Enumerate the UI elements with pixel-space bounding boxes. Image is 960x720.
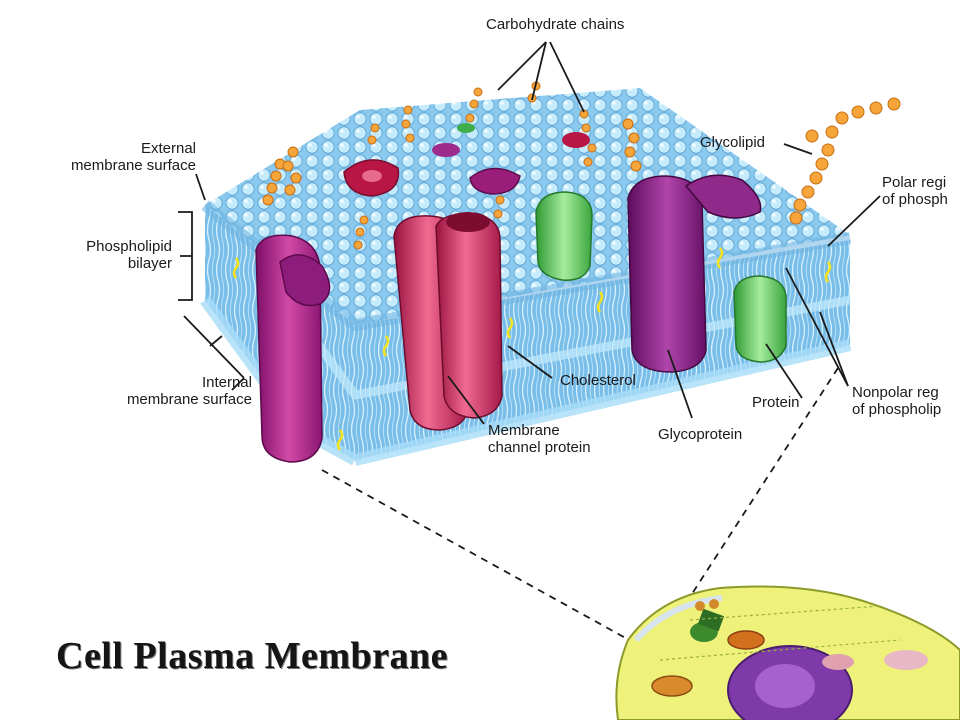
label-phospholipid-bilayer: Phospholipid bilayer (86, 238, 172, 272)
label-glycolipid: Glycolipid (700, 134, 766, 151)
leader-lines (178, 41, 881, 425)
surface-protein-patches (343, 123, 590, 197)
glycoprotein-left (255, 234, 331, 463)
cholesterol-molecules (232, 247, 832, 451)
membrane-channel-protein-shape (393, 212, 503, 431)
label-glycoprotein: Glycoprotein (658, 426, 743, 443)
label-internal-membrane-surface: Internal membrane surface (126, 374, 252, 408)
page-title: Cell Plasma Membrane (56, 635, 449, 677)
glycoprotein-right (627, 174, 762, 373)
label-membrane-channel-protein: Membrane channel protein (488, 422, 591, 456)
label-cholesterol: Cholesterol (560, 372, 636, 389)
green-protein-lower (733, 275, 787, 363)
cell-illustration-inset (615, 585, 960, 720)
label-protein: Protein (752, 394, 800, 411)
label-nonpolar-region: Nonpolar reg of phospholip (852, 384, 942, 418)
carbohydrate-chain-beads (262, 81, 901, 250)
label-external-membrane-surface: External membrane surface (70, 140, 196, 174)
label-polar-region: Polar regi of phosph (882, 174, 948, 208)
label-carbohydrate-chains: Carbohydrate chains (486, 16, 625, 33)
green-protein-upper (535, 191, 593, 281)
zoom-lines (321, 367, 839, 647)
